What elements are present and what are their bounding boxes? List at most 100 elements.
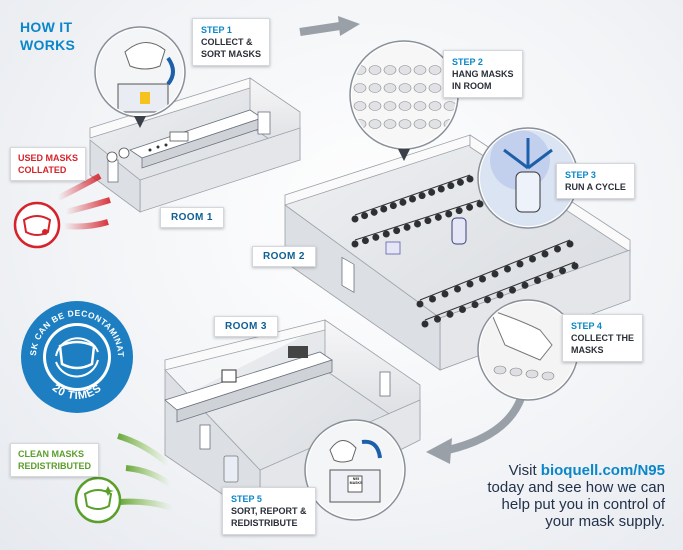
step-number: STEP 1 — [201, 25, 232, 35]
hanging-mask-icon — [454, 285, 461, 293]
hanging-mask-icon — [516, 260, 524, 268]
hanging-mask-icon — [413, 101, 427, 111]
hanging-mask-icon — [521, 281, 529, 289]
hanging-mask-icon — [459, 306, 466, 313]
hanging-mask-icon — [383, 101, 397, 111]
step-2-callout-circle — [349, 40, 459, 161]
hanging-mask-icon — [571, 262, 579, 270]
hanging-mask-icon — [445, 210, 453, 218]
hanging-mask-icon — [398, 119, 412, 129]
hanging-mask-icon — [370, 208, 378, 216]
hanging-mask-icon — [428, 101, 442, 111]
step-4-label: STEP 4 COLLECT THE MASKS — [562, 314, 643, 362]
hanging-mask-icon — [424, 217, 432, 225]
hanging-line — [424, 261, 576, 321]
hanging-mask-icon — [393, 227, 401, 235]
hanging-mask-icon — [476, 200, 484, 208]
hanging-mask-icon — [429, 295, 436, 303]
hanging-mask-icon — [361, 237, 369, 245]
hanging-line — [354, 174, 471, 216]
hanging-mask-icon — [368, 101, 382, 111]
hanging-mask-icon — [418, 192, 426, 200]
hanging-mask-icon — [428, 119, 442, 129]
step-1-label: STEP 1 COLLECT & SORT MASKS — [192, 18, 271, 66]
hanging-mask-icon — [479, 275, 486, 283]
hanging-mask-icon — [416, 300, 424, 308]
hanging-mask-icon — [456, 178, 464, 186]
hanging-mask-icon — [455, 207, 463, 215]
step-number: STEP 4 — [571, 321, 602, 331]
hanging-mask-icon — [389, 202, 397, 210]
title-line-1: HOW IT — [20, 19, 73, 35]
hanging-mask-icon — [353, 101, 367, 111]
step-2-label: STEP 2 HANG MASKS IN ROOM — [443, 50, 523, 98]
clean-masks-beams — [117, 433, 173, 511]
arrow-head-icon — [426, 438, 452, 464]
hanging-mask-icon — [351, 215, 359, 223]
room-1-label: ROOM 1 — [160, 207, 224, 228]
step-text: SORT, REPORT & REDISTRIBUTE — [231, 506, 307, 528]
used-mask-icon — [13, 201, 61, 249]
hanging-mask-icon — [421, 320, 429, 328]
page-title: HOW IT WORKS — [20, 18, 75, 54]
step-text: COLLECT THE MASKS — [571, 333, 634, 355]
hanging-mask-icon — [437, 185, 445, 193]
cta-line-4: your mask supply. — [545, 513, 665, 530]
hanging-mask-icon — [383, 119, 397, 129]
hanging-mask-icon — [383, 83, 397, 93]
hanging-mask-icon — [372, 233, 380, 241]
hanging-mask-icon — [509, 286, 516, 294]
step-number: STEP 3 — [565, 170, 596, 180]
title-line-2: WORKS — [20, 37, 76, 53]
hanging-mask-icon — [446, 310, 454, 318]
used-masks-beams — [56, 173, 111, 230]
step-3-label: STEP 3 RUN A CYCLE — [556, 163, 635, 199]
hanging-mask-icon — [428, 65, 442, 75]
room-1-illustration — [89, 77, 301, 213]
step-text: COLLECT & SORT MASKS — [201, 37, 262, 59]
hanging-mask-icon — [466, 175, 474, 183]
hanging-mask-icon — [546, 272, 554, 280]
hanging-mask-icon — [398, 83, 412, 93]
hanging-mask-icon — [409, 195, 416, 203]
hanging-mask-icon — [398, 101, 412, 111]
hanging-mask-icon — [361, 212, 369, 220]
step-5-callout-circle — [304, 419, 406, 521]
step-number: STEP 2 — [452, 57, 483, 67]
room-3-label: ROOM 3 — [214, 316, 278, 337]
hanging-mask-icon — [466, 280, 474, 288]
hanging-mask-icon — [351, 240, 359, 248]
cta-link[interactable]: bioquell.com/N95 — [540, 462, 665, 479]
hanging-mask-icon — [566, 240, 574, 248]
hanging-mask-icon — [541, 250, 549, 258]
hanging-mask-icon — [447, 182, 455, 190]
mask-box-label: N95 MASKS — [349, 477, 363, 485]
hanging-line — [419, 239, 571, 301]
cta-line-3: help put you in control of — [501, 496, 665, 513]
step-number: STEP 5 — [231, 494, 262, 504]
hanging-mask-icon — [399, 198, 407, 206]
hanging-mask-icon — [484, 296, 491, 304]
hanging-mask-icon — [414, 220, 421, 228]
hanging-mask-icon — [554, 245, 561, 253]
arrow-step1-to-step2 — [299, 22, 341, 36]
hanging-mask-icon — [383, 65, 397, 75]
used-masks-tag: USED MASKS COLLATED — [10, 147, 87, 181]
hanging-mask-icon — [368, 83, 382, 93]
step-text: HANG MASKS IN ROOM — [452, 69, 514, 91]
hanging-mask-icon — [428, 188, 436, 196]
hanging-mask-icon — [534, 277, 541, 284]
hanging-mask-icon — [380, 205, 388, 213]
hanging-mask-icon — [398, 65, 412, 75]
hanging-mask-icon — [413, 83, 427, 93]
arrow-head-icon — [338, 16, 360, 36]
cta-prefix: Visit — [508, 462, 541, 479]
hanging-mask-icon — [559, 267, 566, 275]
hanging-mask-icon — [466, 203, 474, 211]
room-2-label: ROOM 2 — [252, 246, 316, 267]
clean-masks-tag: CLEAN MASKS REDISTRIBUTED — [10, 443, 100, 477]
step-5-label: STEP 5 SORT, REPORT & REDISTRIBUTE — [222, 487, 316, 535]
hanging-mask-icon — [368, 119, 382, 129]
hanging-mask-icon — [434, 315, 441, 323]
